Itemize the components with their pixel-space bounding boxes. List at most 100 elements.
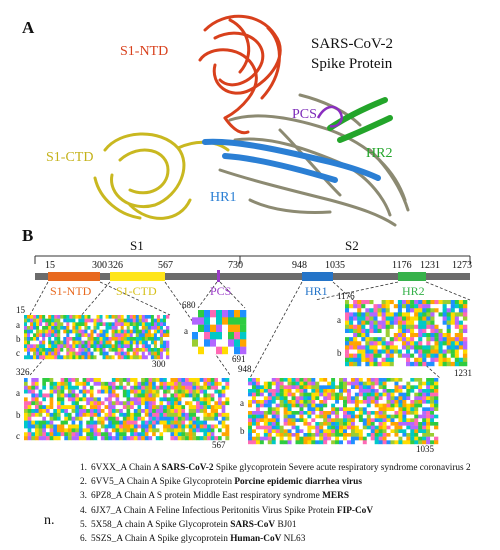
- alignment-cell: [45, 381, 50, 386]
- alignment-cell: [267, 385, 273, 390]
- alignment-cell: [267, 403, 273, 408]
- alignment-cell: [389, 345, 395, 350]
- alignment-cell: [222, 346, 229, 355]
- alignment-cell: [100, 405, 105, 410]
- alignment-cell: [147, 326, 152, 330]
- alignment-cell: [331, 378, 336, 382]
- alignment-cell: [422, 378, 427, 382]
- alignment-cell: [27, 381, 32, 386]
- alignment-cell: [454, 333, 460, 338]
- alignment-cell: [108, 401, 113, 406]
- alignment-cell: [311, 385, 316, 390]
- alignment-cell: [350, 440, 356, 445]
- alignment-cell: [36, 337, 40, 341]
- alignment-cell: [402, 389, 407, 393]
- alignment-cell: [319, 422, 324, 426]
- alignment-cell: [185, 420, 190, 425]
- alignment-cell: [397, 300, 403, 305]
- alignment-cell: [349, 361, 354, 367]
- alignment-cell: [450, 316, 456, 321]
- alignment-cell: [442, 357, 447, 363]
- alignment-cell: [96, 355, 100, 360]
- alignment-cell: [60, 315, 64, 319]
- alignment-cell: [422, 349, 427, 354]
- alignment-cell: [401, 308, 407, 313]
- alignment-cell: [86, 385, 91, 390]
- alignment-cell: [307, 400, 312, 404]
- alignment-cell: [38, 436, 43, 441]
- alignment-cell: [353, 345, 358, 350]
- alignment-cell: [30, 322, 34, 327]
- alignment-cell: [323, 403, 328, 408]
- alignment-cell: [335, 385, 340, 390]
- alignment-cell: [389, 333, 395, 338]
- alignment-cell: [42, 315, 46, 319]
- alignment-cell: [386, 385, 391, 390]
- alignment-cell: [373, 349, 378, 354]
- alignment-cell: [315, 429, 320, 434]
- alignment-cell: [369, 349, 374, 354]
- alignment-cell: [362, 403, 368, 408]
- alignment-cell: [144, 337, 149, 341]
- alignment-cell: [31, 420, 36, 425]
- alignment-cell: [24, 416, 28, 421]
- alignment-cell: [353, 308, 358, 313]
- alignment-cell: [418, 333, 423, 338]
- alignment-cell: [152, 389, 157, 394]
- domain-bar: [35, 273, 470, 280]
- alignment-cell: [162, 344, 167, 349]
- alignment-cell: [152, 432, 157, 437]
- alignment-cell: [89, 405, 94, 410]
- alignment-cell: [159, 412, 164, 417]
- alignment-cell: [120, 326, 124, 330]
- alignment-cell: [442, 316, 447, 321]
- alignment-cell: [303, 392, 308, 397]
- alignment-cell: [275, 440, 280, 445]
- alignment-cell: [114, 344, 118, 349]
- alignment-cell: [346, 418, 352, 423]
- alignment-cell: [357, 324, 362, 330]
- alignment-cell: [144, 326, 149, 330]
- alignment-cell: [385, 304, 391, 309]
- alignment-cell: [331, 436, 336, 441]
- alignment-cell: [389, 304, 395, 309]
- alignment-cell: [382, 433, 387, 437]
- alignment-cell: [78, 318, 82, 323]
- alignment-cell: [410, 349, 415, 354]
- alignment-cell: [120, 344, 124, 349]
- alignment-cell: [111, 326, 115, 330]
- alignment-cell: [414, 440, 419, 445]
- alignment-cell: [38, 381, 43, 386]
- alignment-cell: [115, 401, 120, 406]
- alignment-cell: [414, 385, 419, 390]
- alignment-cell: [287, 407, 292, 412]
- alignment-cell: [357, 353, 362, 358]
- alignment-cell: [75, 315, 79, 319]
- alignment-cell: [271, 396, 277, 401]
- alignment-cell: [398, 436, 403, 441]
- alignment-cell: [362, 440, 368, 445]
- alignment-cell: [378, 429, 383, 434]
- alignment-cell: [60, 337, 64, 341]
- alignment-cell: [350, 385, 356, 390]
- alignment-cell: [389, 308, 395, 313]
- alignment-cell: [414, 300, 419, 305]
- alignment-cell: [327, 414, 332, 419]
- legend-text: 6JX7_A Chain A Feline Infectious Periton…: [91, 505, 337, 516]
- alignment-cell: [163, 409, 168, 414]
- alignment-cell: [357, 316, 362, 321]
- alignment-cell: [165, 348, 170, 352]
- alignment-cell: [374, 425, 379, 430]
- alignment-cell: [307, 418, 312, 423]
- alignment-cell: [287, 389, 292, 393]
- alignment-cell: [295, 411, 300, 415]
- alignment-cell: [251, 403, 257, 408]
- alignment-cell: [38, 393, 43, 398]
- alignment-cell: [181, 397, 186, 402]
- alignment-cell: [386, 396, 391, 401]
- alignment-cell: [458, 300, 464, 305]
- alignment-cell: [30, 340, 34, 345]
- alignment-cell: [123, 337, 128, 341]
- alignment-cell: [283, 436, 288, 441]
- alignment-cell: [165, 318, 170, 323]
